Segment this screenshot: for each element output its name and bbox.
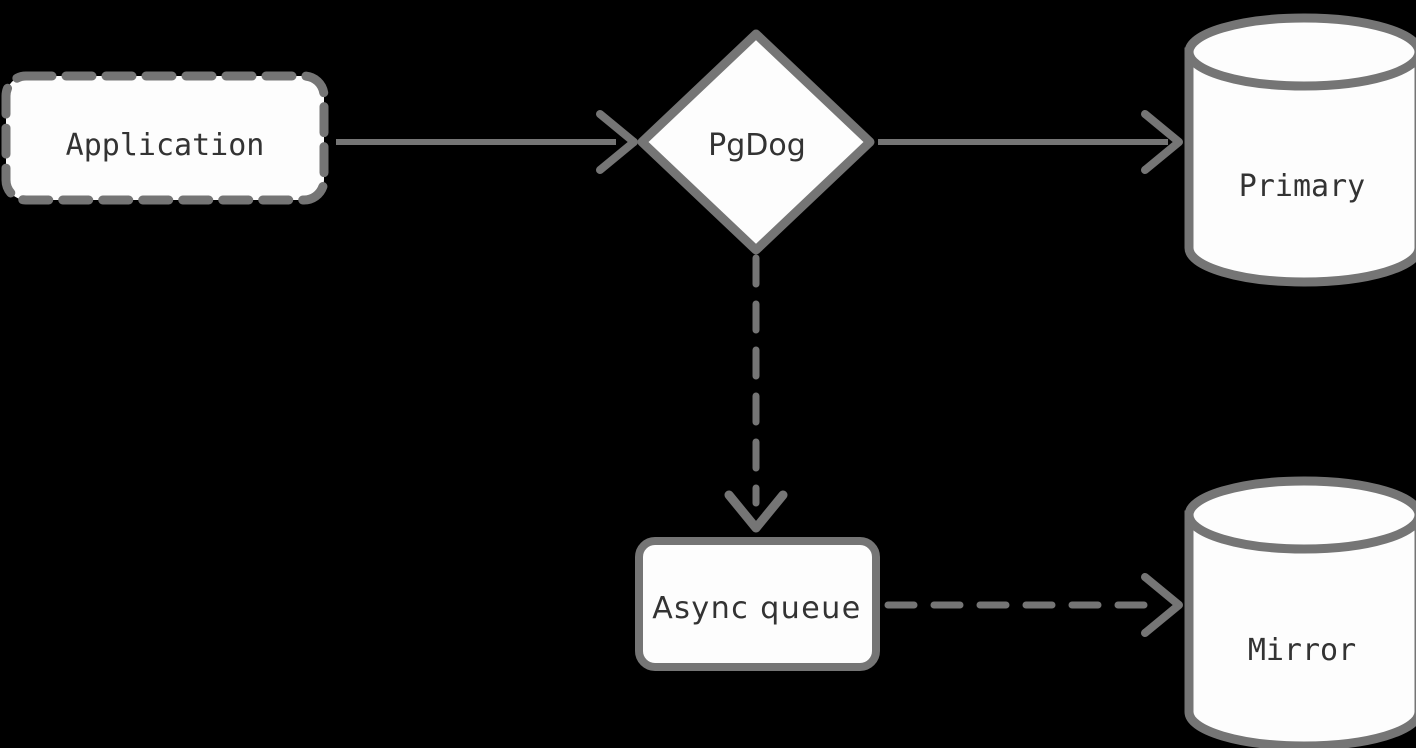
node-shape-diamond	[637, 29, 875, 255]
node-label: Mirror	[1248, 633, 1356, 668]
node-shape-rounded-rect-dashed	[1, 71, 329, 205]
node-label: Application	[66, 128, 265, 163]
node-shape-cylinder-top	[1184, 13, 1416, 91]
arrowhead-chevron-icon	[1141, 110, 1183, 174]
edge-pgdog-to-primary	[878, 110, 1183, 174]
node-label: Primary	[1239, 169, 1365, 204]
node-shape-rounded-rect	[635, 537, 880, 671]
arrowhead-chevron-icon	[1141, 573, 1183, 637]
node-primary[interactable]: Primary	[1184, 13, 1416, 287]
node-async-queue[interactable]: Async queue	[635, 537, 880, 671]
node-label: Async queue	[652, 591, 861, 626]
edge-application-to-pgdog	[336, 110, 638, 174]
arrowhead-chevron-icon	[596, 110, 638, 174]
node-application[interactable]: Application	[1, 71, 329, 205]
node-shape-cylinder-body	[1184, 510, 1416, 748]
edge-pgdog-to-async-queue	[724, 254, 788, 533]
edge-async-queue-to-mirror	[884, 573, 1183, 637]
node-mirror[interactable]: Mirror	[1184, 476, 1416, 748]
arrowhead-chevron-icon	[724, 490, 788, 533]
node-shape-cylinder-body	[1184, 47, 1416, 287]
node-shape-cylinder-top	[1184, 476, 1416, 554]
node-label: PgDog	[708, 128, 806, 163]
node-pgdog[interactable]: PgDog	[637, 29, 875, 255]
